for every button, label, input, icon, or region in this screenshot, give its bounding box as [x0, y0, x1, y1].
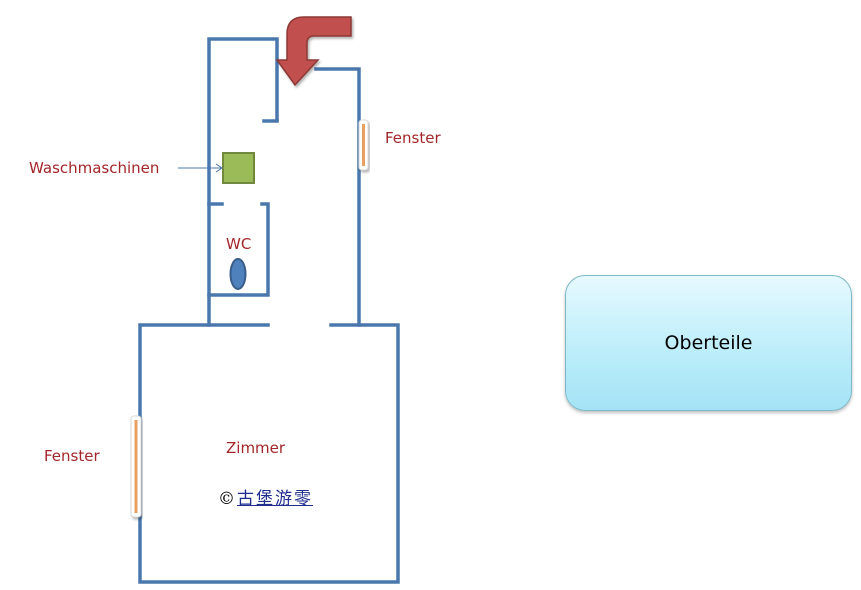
copyright-notice: ©古堡游零	[218, 484, 313, 509]
oberteile-label: Oberteile	[664, 332, 753, 354]
window-right	[358, 119, 369, 171]
copyright-link[interactable]: 古堡游零	[237, 489, 313, 509]
window-left	[130, 415, 142, 518]
wc-label: WC	[226, 235, 252, 253]
window-label-right: Fenster	[385, 129, 441, 147]
washing-machine-icon	[222, 152, 255, 184]
washing-machines-label: Waschmaschinen	[29, 159, 160, 177]
walls	[138, 37, 400, 584]
entrance-arrow-icon	[275, 16, 352, 87]
toilet-icon	[229, 258, 247, 290]
oberteile-box: Oberteile	[565, 275, 852, 411]
room-label: Zimmer	[226, 439, 286, 457]
copyright-symbol: ©	[218, 489, 235, 509]
wc-wall	[207, 202, 270, 297]
room-wall-top-left	[138, 323, 400, 584]
washer-pointer-arrow	[178, 163, 223, 173]
corridor-wall-right	[314, 67, 361, 327]
corridor-wall-left	[207, 37, 279, 327]
window-label-left: Fenster	[44, 447, 100, 465]
